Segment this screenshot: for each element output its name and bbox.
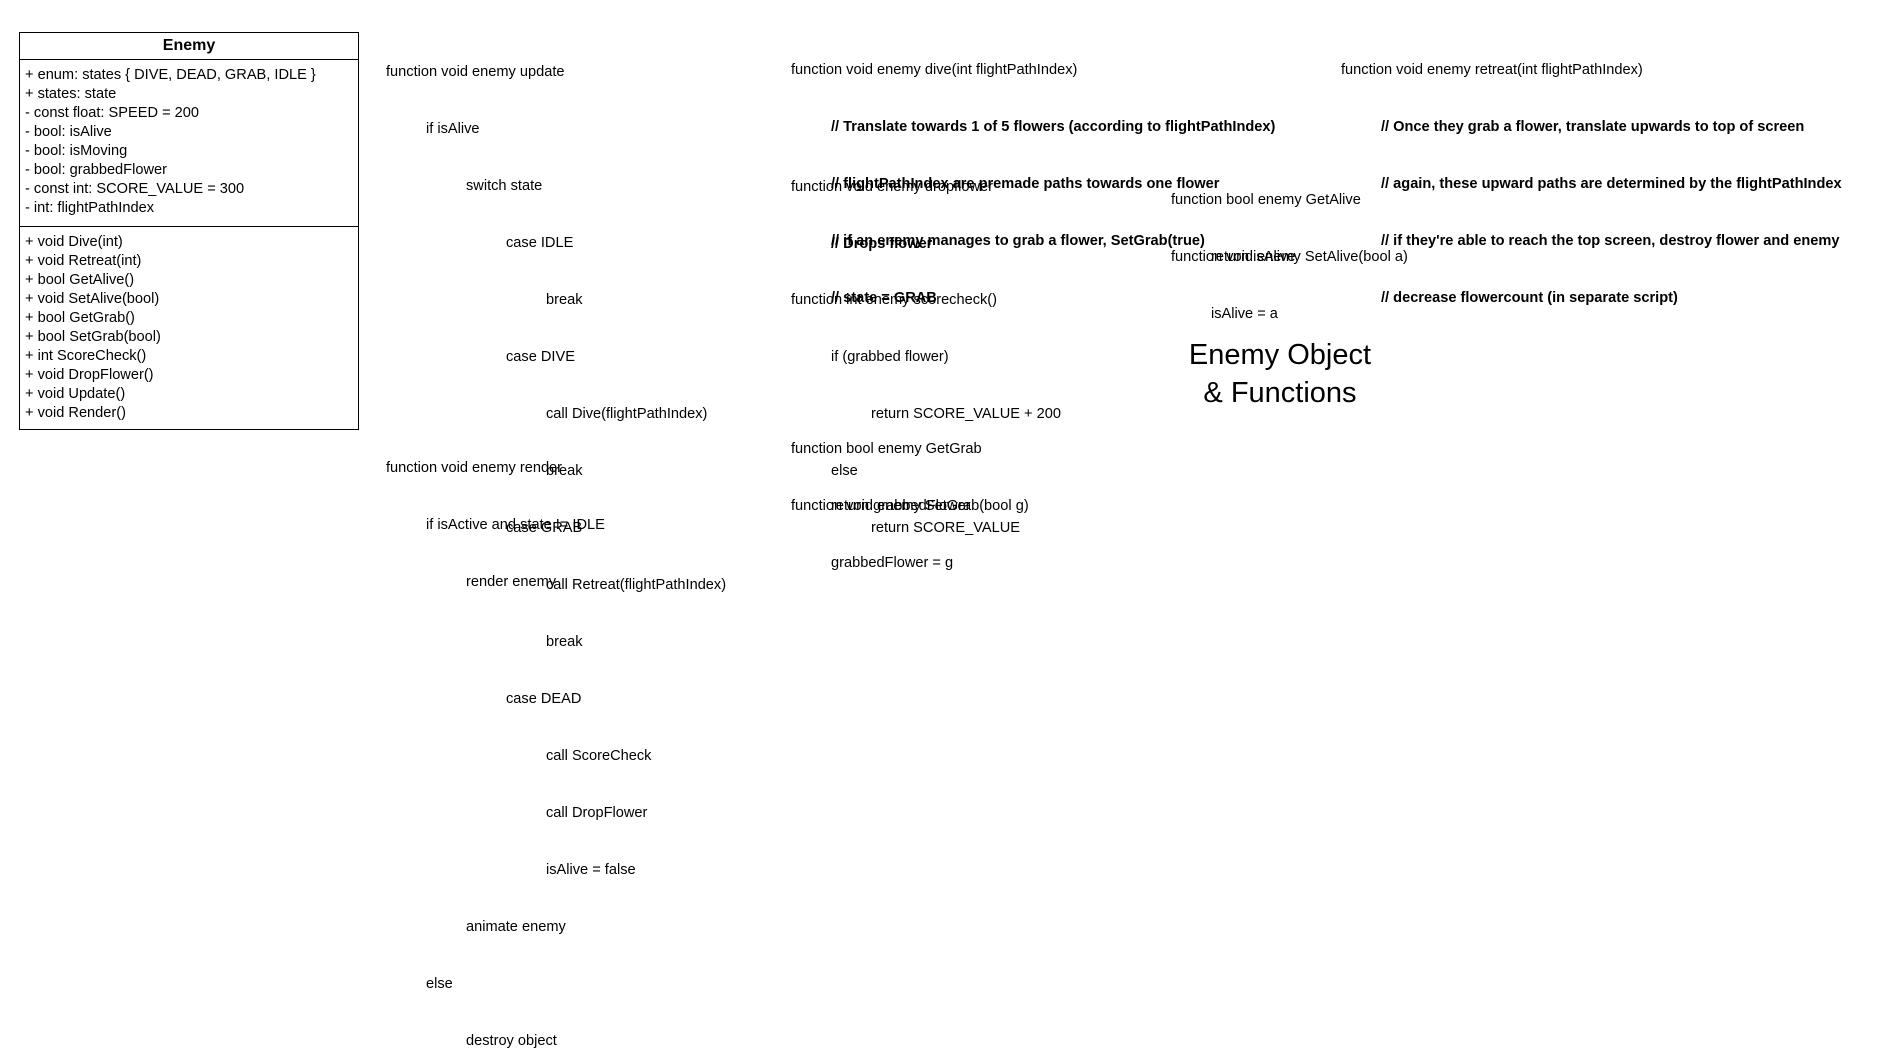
- code-line: return grabbedFlower: [831, 498, 971, 514]
- attribute-row: - bool: isAlive: [25, 124, 112, 140]
- code-line: switch state: [466, 178, 543, 194]
- method-row: + void DropFlower(): [25, 367, 154, 383]
- class-methods: + void Dive(int) + void Retreat(int) + b…: [20, 227, 358, 429]
- code-line: else: [426, 976, 453, 992]
- code-line: if (grabbed flower): [831, 349, 949, 365]
- code-line: call DropFlower: [546, 805, 648, 821]
- class-attributes: + enum: states { DIVE, DEAD, GRAB, IDLE …: [20, 60, 358, 227]
- code-line: else: [831, 463, 858, 479]
- code-line: if isAlive: [426, 121, 480, 137]
- attribute-row: + enum: states { DIVE, DEAD, GRAB, IDLE …: [25, 67, 316, 83]
- code-line: animate enemy: [466, 919, 566, 935]
- method-row: + void SetAlive(bool): [25, 291, 160, 307]
- method-row: + bool GetGrab(): [25, 310, 135, 326]
- code-comment: // Once they grab a flower, translate up…: [1381, 119, 1805, 135]
- code-line: case DIVE: [506, 349, 575, 365]
- code-line: break: [546, 292, 583, 308]
- code-line: break: [546, 463, 583, 479]
- diagram-title-line: & Functions: [1203, 377, 1357, 409]
- code-line: call Dive(flightPathIndex): [546, 406, 708, 422]
- code-line: function void enemy SetGrab(bool g): [791, 498, 1029, 514]
- attribute-row: - const float: SPEED = 200: [25, 105, 199, 121]
- code-line: function void enemy dive(int flightPathI…: [791, 62, 1078, 78]
- code-comment: // state = GRAB: [831, 290, 937, 306]
- dive-function-block: function void enemy dive(int flightPathI…: [791, 23, 1275, 327]
- code-comment: // if an enemy manages to grab a flower,…: [831, 233, 1205, 249]
- code-line: case DEAD: [506, 691, 582, 707]
- getalive-function-block: function bool enemy GetAlive return isAl…: [1171, 153, 1361, 286]
- code-line: function void enemy render: [386, 460, 563, 476]
- code-line: function void enemy retreat(int flightPa…: [1341, 62, 1643, 78]
- class-name: Enemy: [20, 33, 358, 60]
- setalive-function-block: function void enemy SetAlive(bool a) isA…: [1171, 210, 1408, 343]
- attribute-row: - const int: SCORE_VALUE = 300: [25, 181, 245, 197]
- method-row: + bool SetGrab(bool): [25, 329, 161, 345]
- code-line: function void enemy dropflower: [791, 179, 993, 195]
- code-line: case IDLE: [506, 235, 574, 251]
- attribute-row: - bool: isMoving: [25, 143, 128, 159]
- retreat-function-block: function void enemy retreat(int flightPa…: [1341, 23, 1842, 327]
- code-comment: // flightPathIndex are premade paths tow…: [831, 176, 1220, 192]
- code-line: call ScoreCheck: [546, 748, 652, 764]
- attribute-row: - int: flightPathIndex: [25, 200, 154, 216]
- diagram-title: Enemy Object & Functions: [1150, 336, 1410, 412]
- code-line: function bool enemy GetAlive: [1171, 192, 1361, 208]
- method-row: + void Update(): [25, 386, 126, 402]
- setgrab-function-block: function void enemy SetGrab(bool g) grab…: [791, 459, 1029, 592]
- code-line: isAlive = a: [1211, 306, 1278, 322]
- code-comment: // if they're able to reach the top scre…: [1381, 233, 1840, 249]
- code-line: return SCORE_VALUE + 200: [871, 406, 1061, 422]
- code-line: function void enemy SetAlive(bool a): [1171, 249, 1408, 265]
- code-line: grabbedFlower = g: [831, 555, 954, 571]
- getgrab-function-block: function bool enemy GetGrab return grabb…: [791, 402, 982, 535]
- code-line: render enemy: [466, 574, 557, 590]
- code-comment: // decrease flowercount (in separate scr…: [1381, 290, 1678, 306]
- code-line: break: [546, 634, 583, 650]
- render-function-block: function void enemy render if isActive a…: [386, 421, 605, 611]
- method-row: + void Retreat(int): [25, 253, 142, 269]
- code-line: function int enemy scorecheck(): [791, 292, 998, 308]
- code-comment: // Translate towards 1 of 5 flowers (acc…: [831, 119, 1276, 135]
- diagram-title-line: Enemy Object: [1188, 339, 1372, 371]
- dropflower-function-block: function void enemy dropflower // Drops …: [791, 140, 993, 273]
- code-line: isAlive = false: [546, 862, 636, 878]
- code-line: function void enemy update: [386, 64, 565, 80]
- code-line: if isActive and state != IDLE: [426, 517, 605, 533]
- method-row: + void Dive(int): [25, 234, 123, 250]
- attribute-row: + states: state: [25, 86, 117, 102]
- code-line: return isAlive: [1211, 249, 1296, 265]
- code-line: destroy object: [466, 1033, 557, 1048]
- code-comment: // again, these upward paths are determi…: [1381, 176, 1842, 192]
- method-row: + int ScoreCheck(): [25, 348, 147, 364]
- code-line: function bool enemy GetGrab: [791, 441, 982, 457]
- method-row: + bool GetAlive(): [25, 272, 135, 288]
- method-row: + void Render(): [25, 405, 126, 421]
- code-comment: // Drops flower: [831, 236, 933, 252]
- attribute-row: - bool: grabbedFlower: [25, 162, 167, 178]
- enemy-class-box: Enemy + enum: states { DIVE, DEAD, GRAB,…: [19, 32, 359, 430]
